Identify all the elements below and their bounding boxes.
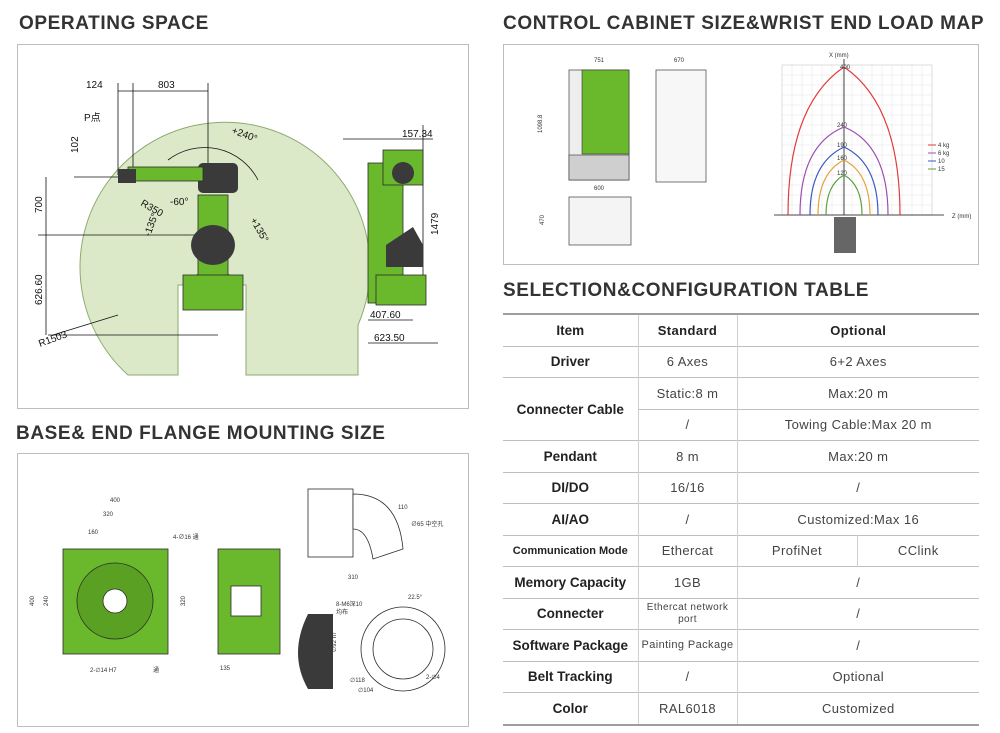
base-width-160: 160: [88, 530, 99, 536]
table-row: Connecter Cable Static:8 m Max:20 m: [503, 377, 980, 441]
flange-m6-even: 均布: [336, 608, 348, 616]
dim-102: 102: [70, 136, 81, 153]
table-row: Memory Capacity 1GB /: [503, 566, 980, 598]
dim-700: 700: [34, 196, 45, 213]
val-120: 120: [837, 171, 848, 177]
angle-minus-60: -60°: [170, 197, 188, 208]
heading-control-cabinet: CONTROL CABINET SIZE&WRIST END LOAD MAP: [503, 13, 985, 34]
wrist-flange-icon: [834, 217, 856, 253]
flange-110: 110: [398, 505, 408, 511]
cabinet-base-600: 600: [594, 186, 605, 192]
control-cabinet-drawing: 751 670 1098.8 600 470 X (mm) Z (mm) 400…: [538, 53, 971, 253]
cabinet-width-751: 751: [594, 58, 605, 64]
table-row: Communication Mode Ethercat ProfiNet CCl…: [503, 534, 980, 567]
dim-124: 124: [86, 80, 103, 91]
table-row: AI/AO / Customized:Max 16: [503, 503, 980, 535]
cabinet-height: 1098.8: [538, 114, 544, 133]
flange-hole-4: 2-∅4: [426, 674, 441, 681]
base-flange-panel: 400 320 160 400 240 320 4-∅16 通 2-∅14 H7…: [17, 453, 469, 727]
base-hole-16: 4-∅16 通: [173, 533, 199, 541]
svg-text:6 kg: 6 kg: [938, 151, 949, 157]
header-item: Item: [503, 313, 639, 346]
base-hole-14: 2-∅14 H7: [90, 667, 117, 674]
base-flange-drawing: 400 320 160 400 240 320 4-∅16 通 2-∅14 H7…: [30, 488, 446, 694]
val-240: 240: [837, 123, 848, 129]
base-plate-view: [62, 548, 169, 655]
dim-157: 157.34: [402, 129, 433, 140]
val-160: 160: [837, 156, 848, 162]
flange-angle-22: 22.5°: [408, 595, 423, 601]
operating-space-panel: 124 803 P点 102 700 R350 +240° -60° -135°…: [17, 44, 469, 409]
selection-configuration-table: Item Standard Optional Driver 6 Axes 6+2…: [503, 313, 980, 726]
axis-x-label: X (mm): [829, 53, 849, 59]
header-standard: Standard: [638, 313, 738, 346]
table-row: DI/DO 16/16 /: [503, 471, 980, 504]
load-curve-4kg: [787, 66, 901, 216]
load-curve-10kg: [809, 146, 879, 216]
axis-z-label: Z (mm): [952, 214, 971, 220]
table-row: Pendant 8 m Max:20 m: [503, 440, 980, 472]
base-height-400: 400: [30, 595, 36, 606]
operating-space-drawing: 124 803 P点 102 700 R350 +240° -60° -135°…: [34, 80, 441, 376]
base-side-view: [217, 548, 281, 655]
flange-side-view: [307, 488, 404, 560]
load-legend: 4 kg 6 kg 10 15: [928, 143, 949, 173]
flange-d104: ∅104: [358, 687, 374, 694]
base-width-320: 320: [103, 512, 114, 518]
table-row: / Towing Cable:Max 20 m: [503, 408, 980, 441]
base-side-135: 135: [220, 666, 231, 672]
load-curve-6kg: [799, 126, 889, 216]
dim-626: 626.60: [34, 274, 45, 305]
load-curve-15kg-a: [817, 159, 871, 216]
flange-310: 310: [348, 575, 359, 581]
flange-d118: ∅118: [350, 677, 365, 684]
heading-selection-table: SELECTION&CONFIGURATION TABLE: [503, 280, 870, 301]
base-width-400: 400: [110, 498, 121, 504]
flange-end-view: [298, 606, 446, 692]
svg-text:4 kg: 4 kg: [938, 143, 949, 149]
cabinet-side-470: 470: [540, 214, 546, 225]
dim-r1503: R1503: [37, 329, 69, 350]
base-height-240: 240: [44, 595, 50, 606]
dim-407: 407.60: [370, 310, 401, 321]
val-190: 190: [837, 143, 848, 149]
flange-hollow-65: ∅65 中空孔: [411, 520, 443, 528]
dim-1479: 1479: [430, 212, 441, 235]
heading-operating-space: OPERATING SPACE: [19, 13, 209, 34]
base-height-320: 320: [181, 595, 187, 606]
point-p-label: P点: [84, 112, 101, 124]
base-hole-through: 通: [153, 666, 159, 674]
table-row: Belt Tracking / Optional: [503, 660, 980, 693]
cabinet-top-view: [568, 196, 632, 246]
load-curve-15kg-b: [825, 174, 863, 216]
flange-d92: ∅92 h7: [331, 631, 338, 652]
cabinet-front-view: [568, 69, 630, 181]
svg-text:15: 15: [938, 167, 945, 173]
cabinet-width-670: 670: [674, 58, 685, 64]
robot-front-view: [367, 149, 427, 306]
dim-623: 623.50: [374, 333, 405, 344]
flange-m6: 8-M6深10: [336, 600, 363, 608]
table-header-row: Item Standard Optional: [503, 313, 980, 346]
svg-text:10: 10: [938, 159, 945, 165]
val-400: 400: [840, 65, 851, 71]
header-optional: Optional: [737, 313, 980, 346]
robot-side-view: [118, 163, 244, 311]
dim-803: 803: [158, 80, 175, 91]
cabinet-side-view: [655, 69, 707, 183]
table-row: Connecter Ethercat network port /: [503, 597, 980, 630]
heading-base-flange: BASE& END FLANGE MOUNTING SIZE: [16, 423, 386, 444]
table-row: Driver 6 Axes 6+2 Axes: [503, 345, 980, 378]
table-row: Software Package Painting Package /: [503, 629, 980, 661]
control-cabinet-panel: 751 670 1098.8 600 470 X (mm) Z (mm) 400…: [503, 44, 979, 265]
table-row: Color RAL6018 Customized: [503, 692, 980, 726]
wrist-load-map: X (mm) Z (mm) 400 240 190 160 120 4 kg 6…: [774, 53, 971, 253]
